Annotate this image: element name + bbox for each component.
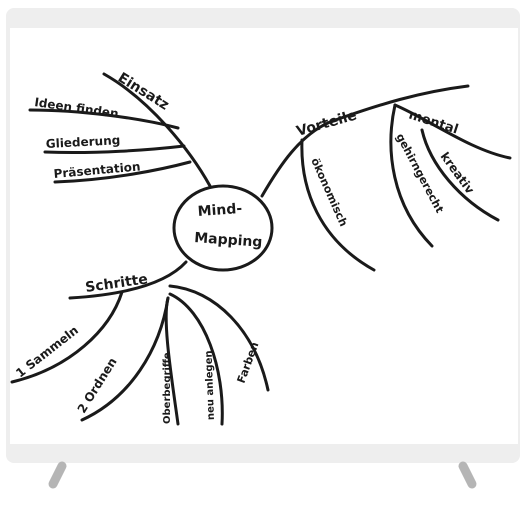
branch-line-oekonomisch: [300, 138, 376, 272]
branch-line-mental: [393, 103, 512, 160]
branch-line-vorteile: [260, 84, 470, 198]
branch-line-ordnen: [80, 296, 170, 422]
branch-line-neu-anlegen: [168, 292, 224, 426]
center-label-line2: Mapping: [194, 230, 263, 251]
branch-line-gehirngerecht: [389, 103, 434, 248]
branch-line-kreativ: [420, 128, 500, 222]
leaf-label-neu-anlegen: neu anlegen: [204, 350, 217, 420]
leaf-label-oberbegriffe: Oberbegriffe: [162, 352, 173, 424]
center-label-line1: Mind-: [197, 201, 243, 220]
branch-line-farben: [168, 284, 270, 392]
whiteboard-leg-right: [458, 461, 477, 489]
branch-line-schritte: [68, 260, 188, 300]
branch-line-sammeln: [10, 290, 124, 384]
whiteboard-leg-left: [48, 461, 67, 489]
branch-line-gliederung: [43, 144, 186, 155]
branch-line-ideen-finden: [28, 108, 180, 130]
leaf-label-gliederung: Gliederung: [45, 133, 120, 151]
center-node: [172, 184, 274, 272]
branch-line-praesentation: [53, 160, 192, 184]
branch-line-oberbegriffe: [164, 296, 180, 426]
